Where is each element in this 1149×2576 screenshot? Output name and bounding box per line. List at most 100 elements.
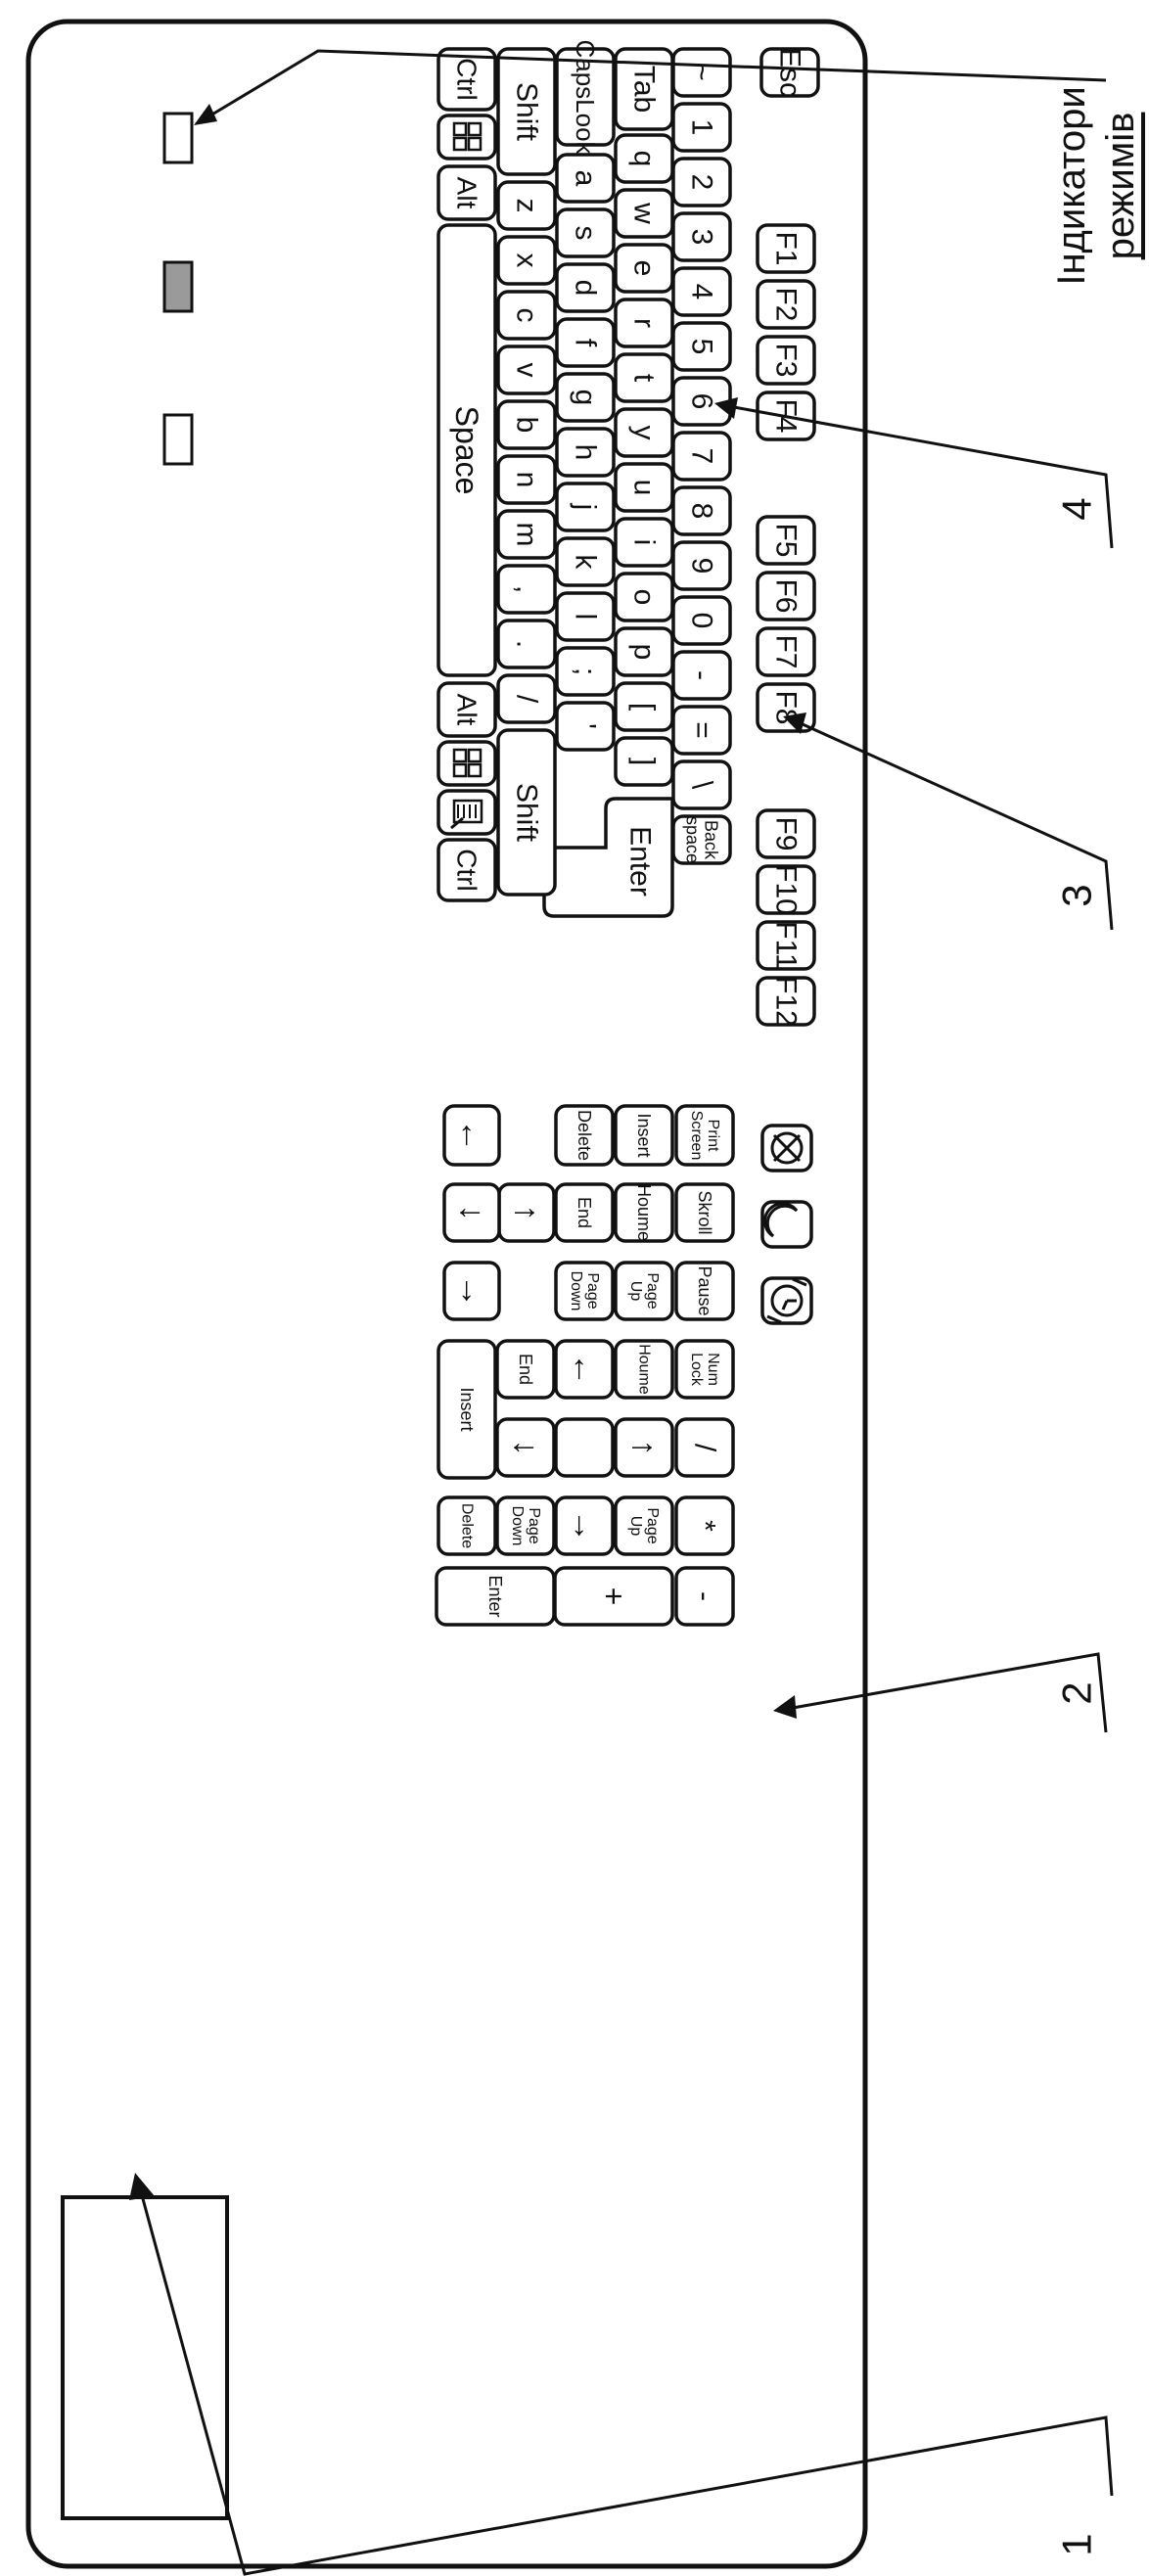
letter-quote-key[interactable]: ' bbox=[555, 701, 616, 752]
delete-key[interactable]: Delete bbox=[554, 1104, 615, 1167]
win-right-key[interactable] bbox=[437, 740, 497, 787]
letter-k-key[interactable]: k bbox=[555, 536, 616, 587]
num-5-key[interactable]: 5 bbox=[671, 321, 732, 372]
letter-r-key[interactable]: r bbox=[614, 298, 674, 348]
letter-n-key[interactable]: n bbox=[496, 454, 557, 505]
num-6-key[interactable]: 6 bbox=[671, 376, 732, 427]
numpad-delete-key[interactable]: Delete bbox=[437, 1495, 497, 1556]
num-backslash-key[interactable]: \ bbox=[671, 759, 732, 810]
ctrl-right-key[interactable]: Ctrl bbox=[437, 838, 497, 902]
letter-h-key[interactable]: h bbox=[555, 427, 616, 478]
menu-key[interactable] bbox=[437, 789, 497, 836]
letter-comma-key[interactable]: , bbox=[496, 564, 557, 615]
letter-slash-key[interactable]: / bbox=[496, 673, 557, 724]
letter-o-key[interactable]: o bbox=[614, 572, 674, 622]
f2-key[interactable]: F2 bbox=[756, 279, 816, 330]
f11-key[interactable]: F11 bbox=[756, 920, 816, 971]
win-left-key[interactable] bbox=[437, 114, 497, 161]
alt-left-key[interactable]: Alt bbox=[437, 164, 497, 221]
letter-i-key[interactable]: i bbox=[614, 517, 674, 568]
letter-x-key[interactable]: x bbox=[496, 235, 557, 286]
numpad-end-key[interactable]: End bbox=[495, 1339, 556, 1400]
letter-e-key[interactable]: e bbox=[614, 243, 674, 294]
num-8-key[interactable]: 8 bbox=[671, 485, 732, 536]
letter-b-key[interactable]: b bbox=[496, 399, 557, 450]
num-1-key[interactable]: 1 bbox=[671, 102, 732, 153]
letter-d-key[interactable]: d bbox=[555, 262, 616, 313]
f1-key[interactable]: F1 bbox=[756, 223, 816, 274]
numpad-5-key[interactable] bbox=[554, 1417, 615, 1478]
numpad-home-key[interactable]: Houme bbox=[614, 1339, 674, 1400]
pause-key[interactable]: Pause bbox=[674, 1261, 735, 1321]
letter-semicolon-key[interactable]: ; bbox=[555, 646, 616, 697]
scroll-lock-key[interactable]: Skroll bbox=[674, 1182, 735, 1243]
space-key[interactable]: Space bbox=[437, 223, 497, 677]
num-equals-key[interactable]: = bbox=[671, 705, 732, 756]
letter-z-key[interactable]: z bbox=[496, 180, 557, 231]
letter-m-key[interactable]: m bbox=[496, 509, 557, 560]
numpad-right-key[interactable]: → bbox=[554, 1495, 615, 1556]
shift-left-key[interactable]: Shift bbox=[496, 47, 557, 176]
num-0-key[interactable]: 0 bbox=[671, 595, 732, 646]
numpad-star-key[interactable]: * bbox=[674, 1495, 735, 1556]
num-minus-key[interactable]: - bbox=[671, 650, 732, 701]
letter-j-key[interactable]: j bbox=[555, 482, 616, 532]
f9-key[interactable]: F9 bbox=[756, 808, 816, 859]
letter-lbracket-key[interactable]: [ bbox=[614, 681, 674, 732]
letter-s-key[interactable]: s bbox=[555, 207, 616, 258]
f5-key[interactable]: F5 bbox=[756, 515, 816, 566]
num-3-key[interactable]: 3 bbox=[671, 211, 732, 262]
letter-w-key[interactable]: w bbox=[614, 188, 674, 239]
arrow-right-key[interactable]: → bbox=[442, 1261, 501, 1321]
numpad-slash-key[interactable]: / bbox=[674, 1417, 735, 1478]
shift-right-key[interactable]: Shift bbox=[496, 728, 557, 897]
letter-q-key[interactable]: q bbox=[614, 133, 674, 184]
letter-t-key[interactable]: t bbox=[614, 352, 674, 403]
alt-right-key[interactable]: Alt bbox=[437, 681, 497, 738]
letter-rbracket-key[interactable]: ] bbox=[614, 736, 674, 787]
numpad-left-key[interactable]: ← bbox=[554, 1339, 615, 1400]
letter-a-key[interactable]: a bbox=[555, 153, 616, 204]
numpad-enter-key[interactable]: Enter bbox=[435, 1566, 556, 1627]
arrow-up-key[interactable]: ↑ bbox=[497, 1182, 556, 1243]
letter-g-key[interactable]: g bbox=[555, 372, 616, 423]
capslock-key[interactable]: CapsLook bbox=[555, 39, 616, 156]
letter-c-key[interactable]: c bbox=[496, 290, 557, 341]
f12-key[interactable]: F12 bbox=[756, 976, 816, 1027]
num-9-key[interactable]: 9 bbox=[671, 540, 732, 591]
f10-key[interactable]: F10 bbox=[756, 864, 816, 915]
arrow-down-key[interactable]: ↓ bbox=[442, 1182, 501, 1243]
letter-y-key[interactable]: y bbox=[614, 407, 674, 458]
letter-u-key[interactable]: u bbox=[614, 462, 674, 513]
numpad-up-key[interactable]: ↑ bbox=[614, 1417, 674, 1478]
f3-key[interactable]: F3 bbox=[756, 335, 816, 386]
insert-key[interactable]: Insert bbox=[614, 1104, 674, 1167]
letter-v-key[interactable]: v bbox=[496, 345, 557, 395]
letter-period-key[interactable]: . bbox=[496, 619, 557, 669]
letter-l-key[interactable]: l bbox=[555, 591, 616, 642]
tab-key[interactable]: Tab bbox=[614, 47, 674, 131]
ctrl-left-key[interactable]: Ctrl bbox=[437, 47, 497, 112]
numpad-minus-key[interactable]: - bbox=[674, 1566, 735, 1627]
letter-f-key[interactable]: f bbox=[555, 317, 616, 368]
esc-key[interactable]: Esc bbox=[759, 47, 820, 98]
letter-p-key[interactable]: p bbox=[614, 626, 674, 677]
numpad-insert-key[interactable]: Insert bbox=[437, 1339, 497, 1480]
arrow-left-key[interactable]: ← bbox=[442, 1104, 501, 1167]
f6-key[interactable]: F6 bbox=[756, 571, 816, 621]
wake-key[interactable] bbox=[760, 1276, 813, 1325]
home-key[interactable]: Houme bbox=[614, 1182, 674, 1243]
f7-key[interactable]: F7 bbox=[756, 626, 816, 677]
numpad-down-key[interactable]: ↓ bbox=[495, 1417, 556, 1478]
num-4-key[interactable]: 4 bbox=[671, 266, 732, 317]
num-2-key[interactable]: 2 bbox=[671, 157, 732, 207]
end-key[interactable]: End bbox=[554, 1182, 615, 1243]
power-key[interactable] bbox=[760, 1124, 813, 1173]
num-7-key[interactable]: 7 bbox=[671, 431, 732, 482]
